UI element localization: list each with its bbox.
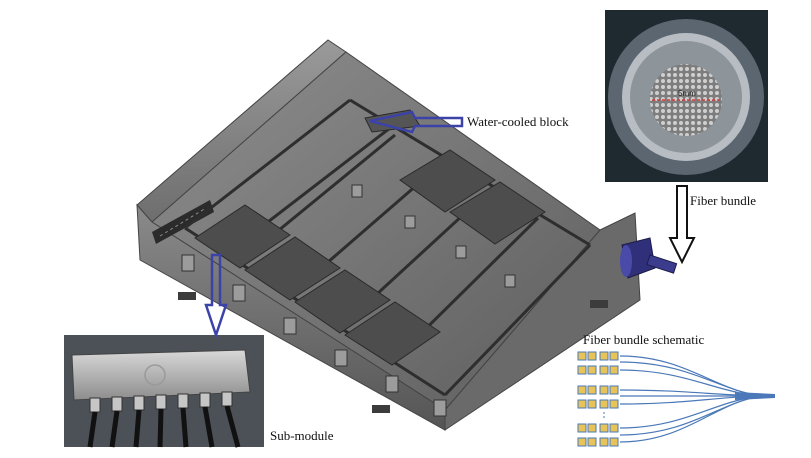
sub-module-cables	[87, 405, 241, 448]
sub-module-photo	[64, 335, 264, 448]
schematic-connectors	[577, 351, 619, 447]
module-bays	[194, 149, 546, 366]
sub-module-connectors	[89, 391, 233, 413]
water-cooled-block-label: Water-cooled block	[467, 114, 569, 129]
fiber-bundle-photo: 5mm	[605, 10, 768, 182]
fiber-bundle-label: Fiber bundle	[690, 193, 757, 208]
terminal-block	[152, 200, 214, 244]
module-bay	[194, 204, 291, 269]
scale-marker-label: 5mm	[678, 89, 696, 98]
chassis-foot	[372, 405, 390, 413]
chassis-end-wall	[444, 212, 641, 431]
module-bay	[294, 269, 391, 334]
fiber-bundle-connector	[620, 237, 678, 279]
fiber-bundle-schematic	[577, 351, 775, 447]
module-bay	[449, 181, 546, 245]
module-bay	[244, 236, 341, 301]
sub-module-body	[71, 349, 251, 401]
water-cooled-block-arrow	[369, 110, 464, 134]
chassis-foot	[590, 300, 608, 308]
module-bay	[344, 301, 441, 366]
sub-module-label: Sub-module	[270, 428, 334, 443]
fiber-bundle-face	[650, 64, 722, 136]
sub-module-arrow	[204, 253, 228, 339]
mounting-tabs	[181, 184, 516, 417]
fiber-bundle-schematic-label: Fiber bundle schematic	[583, 332, 705, 347]
fiber-bundle-arrow	[668, 185, 696, 265]
chassis-foot	[178, 292, 196, 300]
module-bay	[399, 149, 496, 213]
